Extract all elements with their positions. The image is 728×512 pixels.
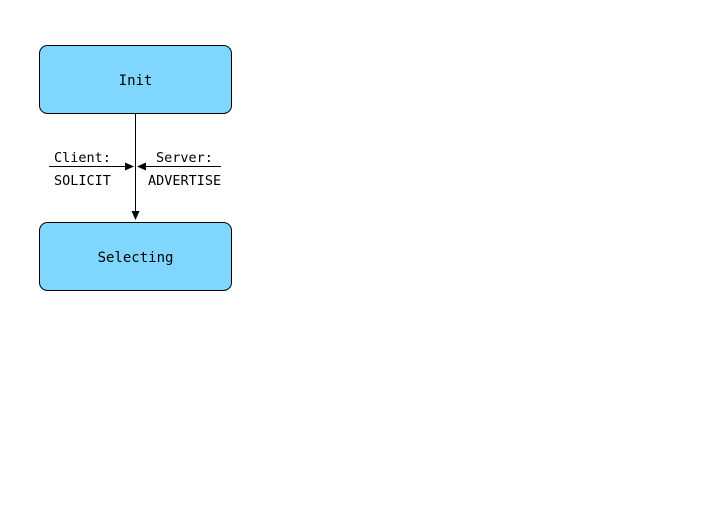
transition-init-to-selecting	[131, 113, 140, 220]
server-sender-label: Server:	[156, 150, 213, 166]
transition-arrowhead	[131, 211, 140, 220]
state-init: Init	[39, 45, 232, 114]
client-message: Client: SOLICIT	[49, 150, 134, 189]
state-init-label: Init	[119, 73, 153, 89]
state-selecting: Selecting	[39, 222, 232, 291]
state-selecting-label: Selecting	[98, 250, 174, 266]
client-sender-label: Client:	[54, 150, 111, 166]
state-selecting-box	[39, 222, 232, 291]
server-message-arrowhead	[137, 162, 146, 171]
server-message-label: ADVERTISE	[148, 173, 221, 189]
server-message: Server: ADVERTISE	[137, 150, 221, 189]
client-message-label: SOLICIT	[54, 173, 111, 189]
client-message-arrowhead	[125, 162, 134, 171]
